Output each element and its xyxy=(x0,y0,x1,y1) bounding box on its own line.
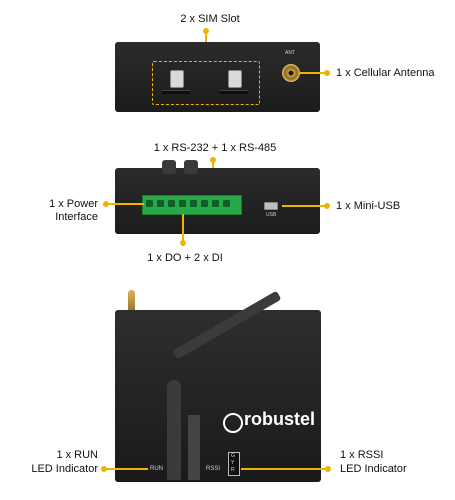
run-callout-dot xyxy=(101,466,107,472)
run-callout-line xyxy=(103,468,148,470)
brand-logo: robustel xyxy=(244,409,316,429)
led-letter-y: Y xyxy=(231,460,235,466)
terminal-pin-7 xyxy=(212,200,219,207)
led-letter-g: G xyxy=(231,453,235,459)
sim-slot-label: 2 x SIM Slot xyxy=(180,13,240,25)
ant-port-label: ANT xyxy=(285,50,295,56)
rssi-led-indicator-label-line1: 1 x RSSI xyxy=(340,449,384,461)
antenna-callout-line xyxy=(300,72,326,74)
io-mounting-bracket-left xyxy=(162,160,176,174)
power-interface-label-line1: 1 x Power xyxy=(49,198,98,210)
sim-card-1 xyxy=(170,70,184,88)
power-interface-label-line2: Interface xyxy=(55,211,98,223)
terminal-pin-3 xyxy=(168,200,175,207)
terminal-pin-8 xyxy=(223,200,230,207)
sim-slot-1 xyxy=(162,90,190,94)
serial-label: 1 x RS-232 + 1 x RS-485 xyxy=(153,142,277,154)
run-led-indicator-label-line1: 1 x RUN xyxy=(56,449,98,461)
rssi-led-indicator-label-line2: LED Indicator xyxy=(340,463,407,475)
dio-callout-dot xyxy=(180,240,186,246)
usb-callout-line xyxy=(282,205,326,207)
rssi-callout-line xyxy=(241,468,327,470)
run-led-label: RUN xyxy=(150,466,163,472)
antenna-connector-icon xyxy=(282,64,300,82)
terminal-pin-4 xyxy=(179,200,186,207)
io-mounting-bracket-right xyxy=(184,160,198,174)
antenna-callout-dot xyxy=(324,70,330,76)
dio-callout-line xyxy=(182,214,184,242)
rssi-led-label: RSSI xyxy=(206,466,221,472)
light-guide-right xyxy=(188,415,200,480)
dio-label: 1 x DO + 2 x DI xyxy=(147,252,223,264)
mini-usb-port-icon xyxy=(264,202,278,210)
device-top-view xyxy=(115,310,321,482)
sim-slot-2 xyxy=(220,90,248,94)
led-letter-r: R xyxy=(231,467,235,473)
usb-callout-dot xyxy=(324,203,330,209)
terminal-pin-1 xyxy=(146,200,153,207)
robustel-logo-icon xyxy=(223,413,243,433)
sim-slot-callout-dot xyxy=(203,28,209,34)
run-led-indicator-label-line2: LED Indicator xyxy=(31,463,98,475)
sim-slot-highlight xyxy=(152,61,260,105)
power-callout-line xyxy=(106,203,144,205)
mini-usb-label: 1 x Mini-USB xyxy=(336,200,401,212)
terminal-pin-6 xyxy=(201,200,208,207)
usb-port-label: USB xyxy=(266,212,277,218)
rssi-callout-dot xyxy=(325,466,331,472)
cellular-antenna-label: 1 x Cellular Antenna xyxy=(336,67,435,79)
terminal-pin-2 xyxy=(157,200,164,207)
antenna-stub xyxy=(128,290,135,316)
light-guide-left xyxy=(167,380,181,480)
terminal-pin-5 xyxy=(190,200,197,207)
rssi-led-indicator-icon xyxy=(228,452,240,476)
sim-card-2 xyxy=(228,70,242,88)
